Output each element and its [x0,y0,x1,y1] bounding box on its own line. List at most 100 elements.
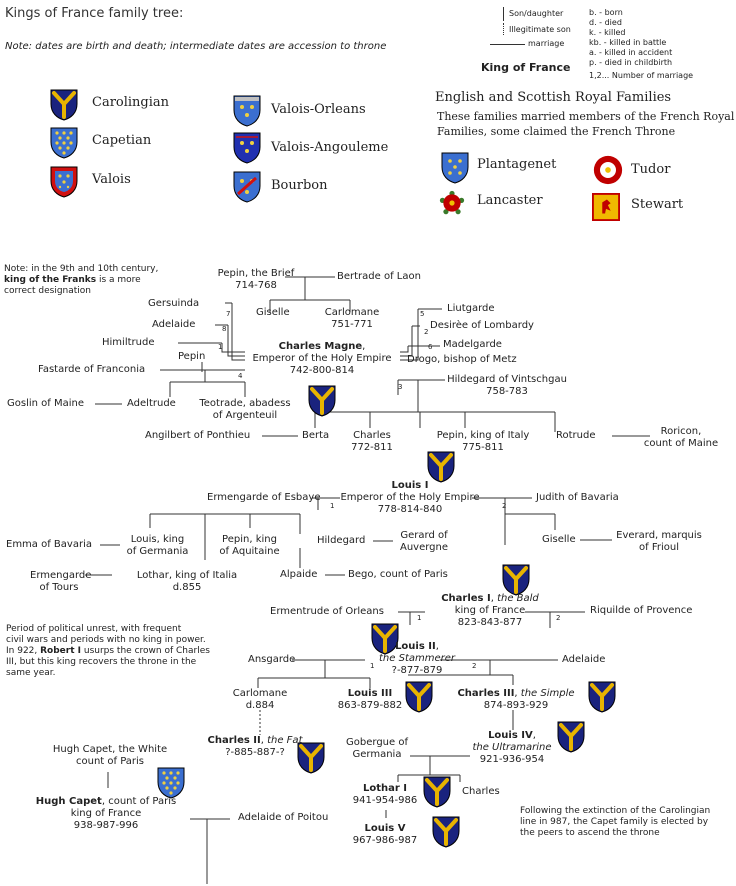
person-title: Emperor of the Holy Empire [252,353,392,364]
marriage-number: 4 [238,372,243,380]
person-lothar-i: Lothar I 941-954-986 [345,783,425,807]
person-louis-iii: Louis III 863-879-882 [325,688,415,712]
carolingian-shield-icon [501,563,531,597]
person-name: Everard, marquis [616,530,702,541]
person-hildegard-daughter: Hildegard [317,535,366,546]
person-name: Hugh Capet, the White [52,744,168,755]
person-charles-ii-the-fat: Charles II, the Fat ?-885-887-? [200,735,310,759]
franks-note-rest: is a more [96,275,141,285]
person-title: count of Paris [75,756,145,767]
person-pepin-hunchback: Pepin [178,351,206,362]
key-accident: a. - killed in accident [589,48,673,57]
carolingian-shield-icon [404,680,434,714]
person-hugh-capet: Hugh Capet, count of Paris king of Franc… [26,796,186,832]
key-son: Son/daughter [509,9,564,18]
person-charles-of-lorraine: Charles [462,786,500,797]
unrest-note: Period of political unrest, with frequen… [6,624,246,679]
english-desc-2: Families, some claimed the French Throne [437,125,676,138]
person-name: Pepin, king of Italy [436,430,530,441]
person-desiree: Desirèe of Lombardy [430,320,534,331]
extinction-note: Following the extinction of the Caroling… [520,806,730,839]
person-teotrade: Teotrade, abadess of Argenteuil [190,398,300,422]
key-kb: kb. - killed in battle [589,38,667,47]
charles-iii-bold: Charles III [457,688,515,699]
person-liutgarde: Liutgarde [447,303,495,314]
person-charles-i-the-bald: Charles I, the Bald king of France 823-8… [425,593,555,629]
person-judith: Judith of Bavaria [536,492,619,503]
person-dates: 874-893-929 [483,700,549,711]
charles-i-sep: , [490,593,498,604]
person-everard: Everard, marquis of Frioul [614,530,704,554]
marriage-number: 8 [222,325,227,333]
carolingian-shield-icon [296,741,326,775]
person-giselle-daughter: Giselle [542,534,576,545]
charles-iii-epithet: the Simple [520,688,575,699]
person-bego: Bego, count of Paris [348,569,448,580]
charles-ii-bold: Charles II [207,735,261,746]
capetian-shield-icon [156,766,186,800]
person-title: king of France [454,605,526,616]
person-name: Roricon, [660,426,702,437]
person-name: Louis V [364,823,406,834]
person-dates: 714-768 [235,280,277,291]
person-roricon: Roricon, count of Maine [636,426,726,450]
person-drogo: Drogo, bishop of Metz [407,354,517,365]
louis-iv-comma: , [532,730,536,741]
person-charles-magne: Charles Magne, Emperor of the Holy Empir… [238,341,406,377]
person-dates: 823-843-877 [457,617,523,628]
key-king: King of France [481,61,571,74]
page-title: Kings of France family tree: [5,6,184,21]
person-carlomane-ii: Carlomane d.884 [225,688,295,712]
person-riquilde: Riquilde of Provence [590,605,693,616]
person-name: Louis IV, [462,730,562,742]
carolingian-shield-icon [426,450,456,484]
person-dates: ?-877-879 [391,665,443,676]
person-name: Gerard of [400,530,448,541]
person-name: Charles Magne, [238,341,406,353]
person-hildegard: Hildegard of Vintschgau 758-783 [432,374,582,398]
person-fastarde: Fastarde of Franconia [38,364,146,375]
person-epithet: the Stammerer [379,653,455,664]
person-alpaide: Alpaide [280,569,318,580]
house-valois: Valois [92,172,131,187]
person-gobergue: Gobergue of Germania [338,737,416,761]
house-valois-angouleme: Valois-Angouleme [271,140,389,155]
marriage-number: 7 [226,310,231,318]
person-carlomane: Carlomane 751-771 [320,307,384,331]
person-gerard: Gerard of Auvergne [394,530,454,554]
person-name: Louis III [347,688,393,699]
louis-ii-bold: Louis II [395,641,436,652]
family-plantagenet: Plantagenet [477,157,557,172]
person-name: Louis I [391,480,429,491]
person-name: Lothar I [362,783,408,794]
dates-note: Note: dates are birth and death; interme… [5,41,387,52]
marriage-number: 3 [398,383,403,391]
person-name: Louis, king [130,534,185,545]
person-name: Lothar, king of Italia [136,570,238,581]
person-giselle: Giselle [256,307,290,318]
person-rotrude: Rotrude [556,430,596,441]
hugh-capet-bold: Hugh Capet [35,796,102,807]
house-bourbon: Bourbon [271,178,328,193]
illegitimate-line-symbol [503,23,506,35]
person-dates: d.884 [245,700,275,711]
person-name: Hugh Capet, count of Paris [26,796,186,808]
unrest-post: usurps the crown of Charles [81,646,210,656]
marriage-line-symbol [490,44,525,45]
person-dates: 967-986-987 [352,835,418,846]
person-title: Auvergne [399,542,449,553]
person-dates: 758-783 [486,386,528,397]
person-louis-ii: Louis II, the Stammerer ?-877-879 [362,641,472,677]
marriage-number: 2 [424,328,429,336]
person-name: Gobergue of [346,737,408,748]
person-bertrade: Bertrade of Laon [337,271,421,282]
person-goslin: Goslin of Maine [7,398,84,409]
person-dates: 751-771 [331,319,373,330]
person-lothar-italia: Lothar, king of Italia d.855 [112,570,262,594]
marriage-number: 2 [472,662,477,670]
key-childbirth: p. - died in childbirth [589,58,673,67]
franks-note-bold: king of the Franks [4,275,97,285]
house-carolingian: Carolingian [92,95,170,110]
house-capetian: Capetian [92,133,152,148]
